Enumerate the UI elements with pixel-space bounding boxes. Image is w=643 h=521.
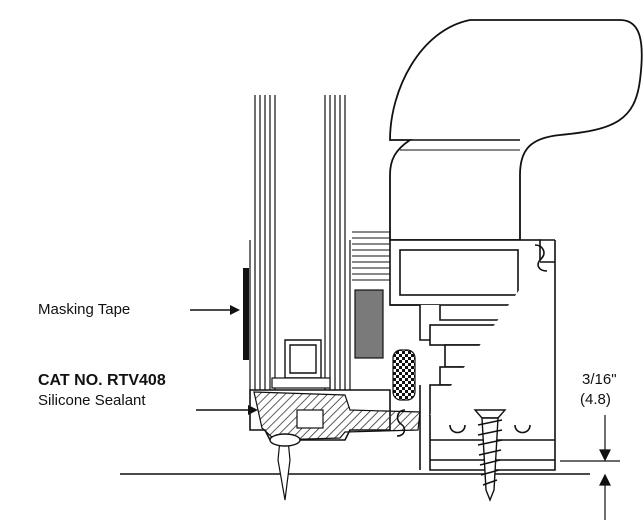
sealant-leader: [196, 405, 258, 415]
masking-tape-label: Masking Tape: [38, 301, 131, 318]
dimension-marker: [560, 415, 620, 520]
glazing-gasket: [354, 289, 384, 359]
catalog-number-label: CAT NO. RTV408: [38, 372, 166, 389]
dispenser-nozzle: [389, 19, 643, 241]
drip-leg: [277, 439, 291, 501]
dimension-metric-label: (4.8): [580, 391, 611, 408]
dimension-fraction-label: 3/16": [582, 371, 617, 388]
ig-spacer: [284, 339, 322, 379]
frame-profile: [389, 239, 556, 471]
setting-tape-lines: [352, 231, 390, 281]
silicone-sealant-label: Silicone Sealant: [38, 392, 146, 409]
anchor-screw: [473, 409, 507, 502]
backer-rod: [392, 349, 416, 401]
glass-panes: [249, 95, 351, 390]
masking-tape-leader: [190, 305, 240, 315]
silicone-sealant: [253, 391, 421, 441]
masking-tape: [243, 268, 249, 360]
